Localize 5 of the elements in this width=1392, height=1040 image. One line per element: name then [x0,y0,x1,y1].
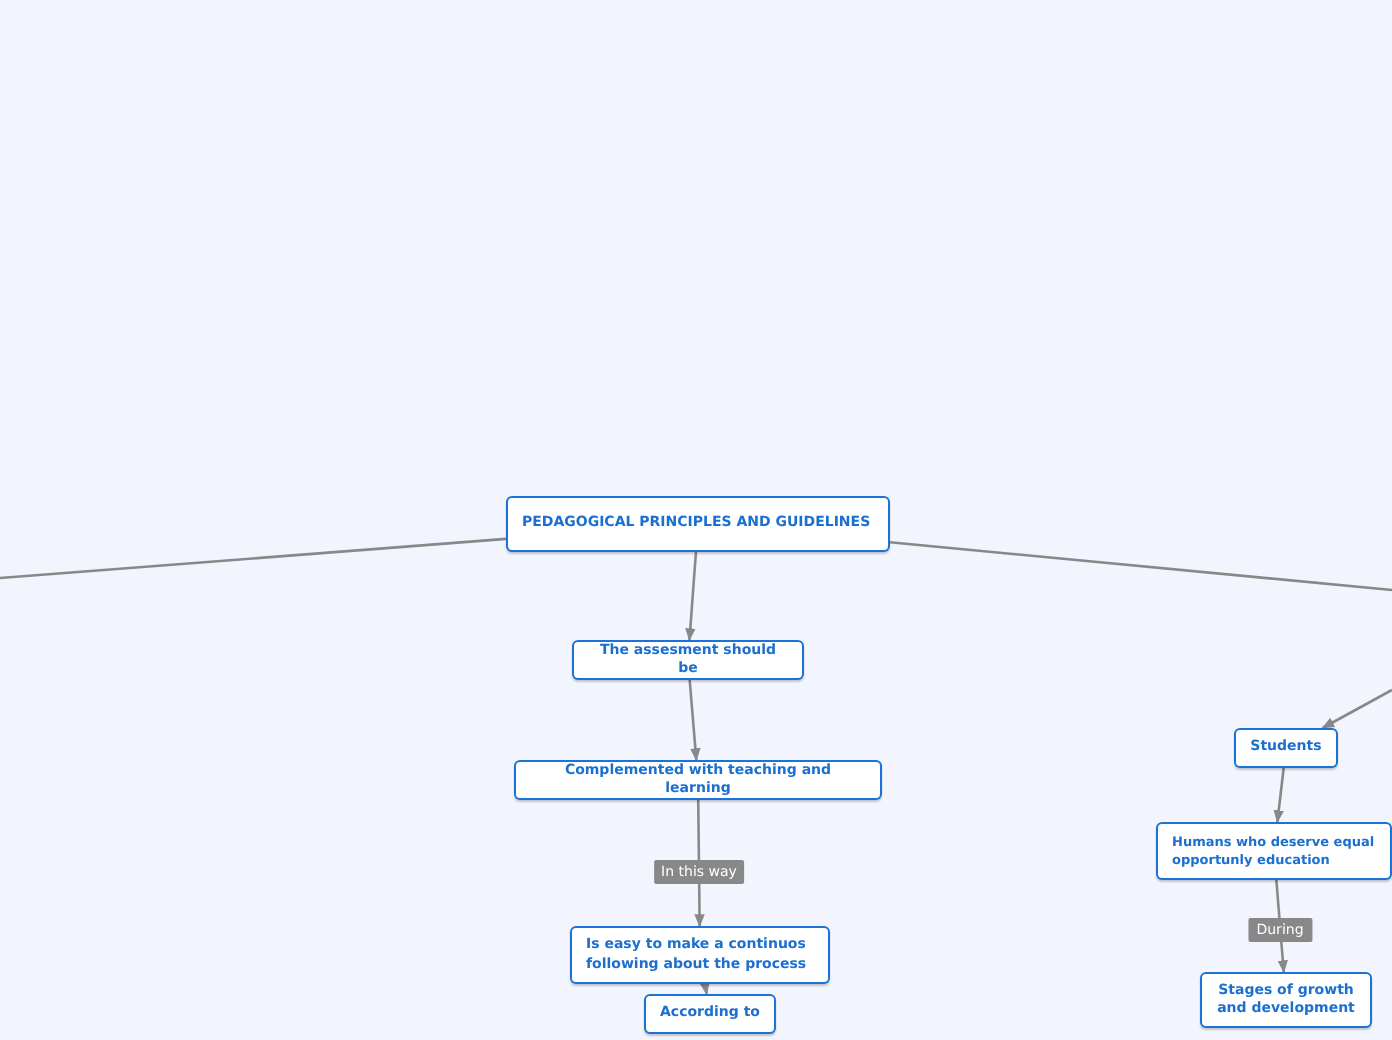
connector-arrow [688,679,701,762]
connector-arrow [699,981,710,996]
connector-arrow [1273,767,1285,824]
connector-arrow [1321,688,1392,730]
connector-arrow [685,551,698,642]
